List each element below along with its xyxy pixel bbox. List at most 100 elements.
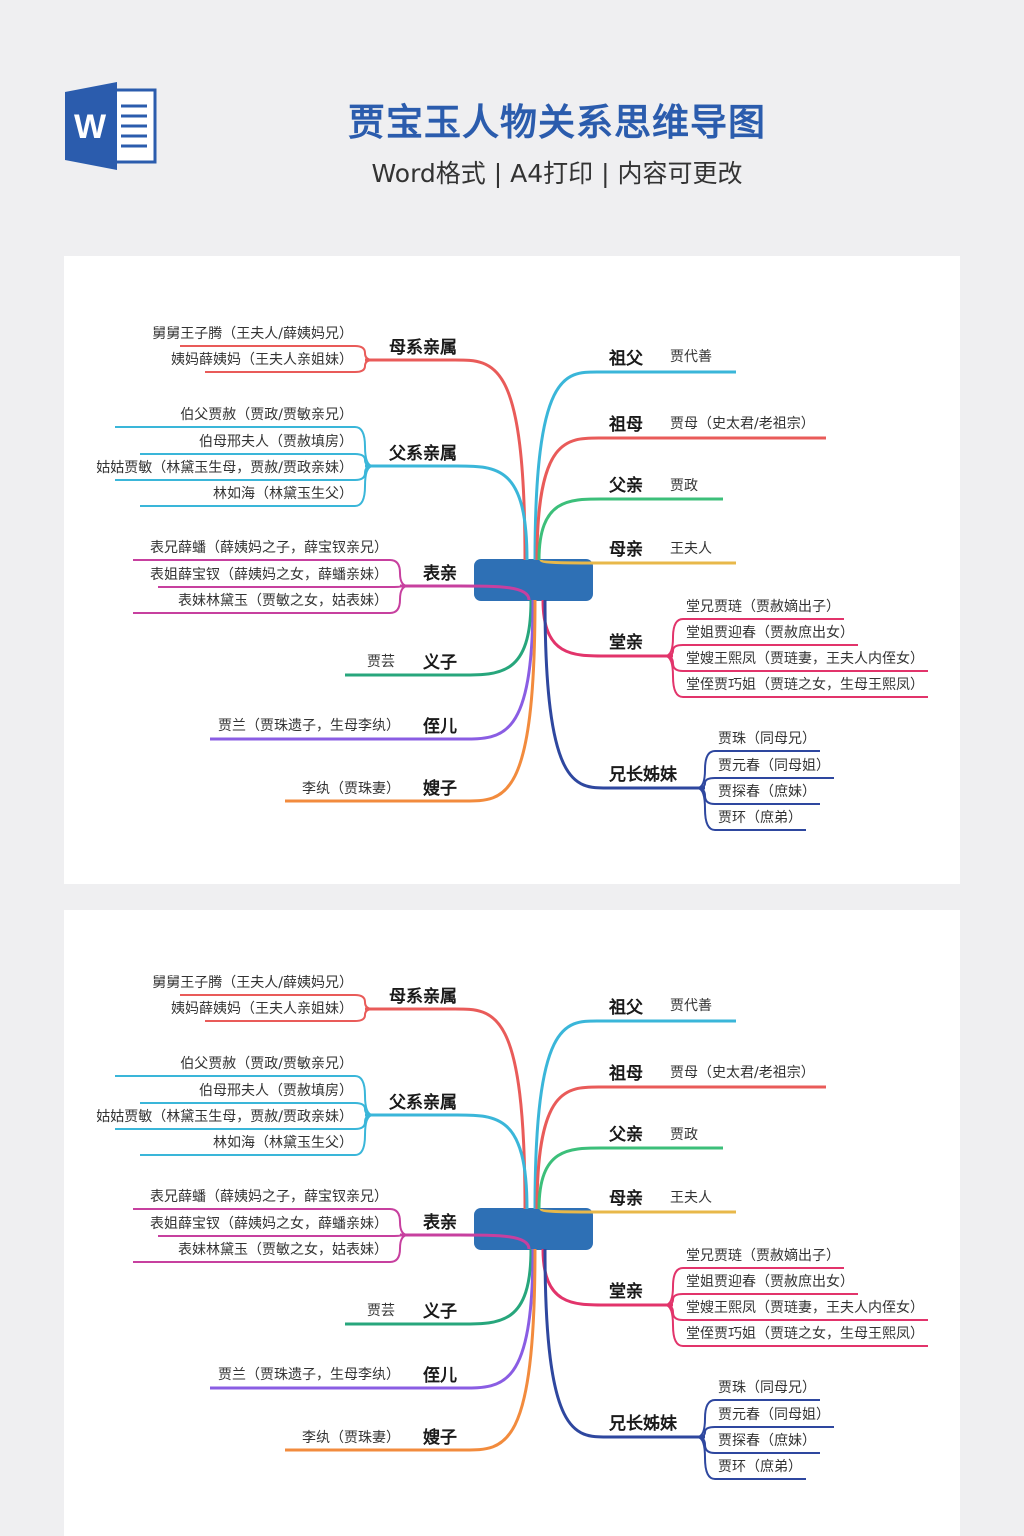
branch-label[interactable]: 母系亲属	[389, 986, 457, 1007]
branch-right-2: 父亲 贾政	[537, 1124, 723, 1210]
branch-connector	[543, 1248, 705, 1439]
leaf-node[interactable]: 王夫人	[670, 1190, 712, 1206]
branch-label[interactable]: 祖母	[608, 1063, 643, 1084]
leaf-connector	[140, 453, 374, 467]
branch-label[interactable]: 嫂子	[423, 778, 457, 799]
leaf-node[interactable]: 姨妈薛姨妈（王夫人亲姐妹）	[171, 352, 353, 368]
leaf-node[interactable]: 堂侄贾巧姐（贾琏之女，生母王熙凤）	[686, 676, 924, 693]
leaf-node[interactable]: 表姐薛宝钗（薛姨妈之女，薛蟠亲妹）	[150, 566, 388, 583]
branch-left-2: 表亲 表兄薛蟠（薛姨妈之子，薛宝钗亲兄） 表姐薛宝钗（薛姨妈之女，薛蟠亲妹） 表妹林黛…	[133, 1189, 531, 1263]
leaf-node[interactable]: 伯父贾赦（贾政/贾敏亲兄）	[180, 1055, 353, 1072]
branch-label[interactable]: 父系亲属	[388, 1092, 457, 1113]
leaf-connector	[133, 1234, 409, 1263]
branch-connector	[537, 497, 723, 561]
branch-label[interactable]: 侄儿	[423, 1365, 457, 1386]
leaf-node[interactable]: 堂嫂王熙凤（贾琏妻，王夫人内侄女）	[686, 650, 924, 667]
branch-label[interactable]: 祖父	[608, 997, 644, 1018]
leaf-node[interactable]: 贾兰（贾珠遗子，生母李纨）	[218, 1367, 400, 1383]
leaf-node[interactable]: 伯母邢夫人（贾赦填房）	[199, 433, 353, 450]
leaf-node[interactable]: 表妹林黛玉（贾敏之女，姑表妹）	[178, 1241, 388, 1258]
leaf-connector	[133, 1208, 409, 1236]
branch-connector	[539, 1207, 736, 1214]
leaf-node[interactable]: 表妹林黛玉（贾敏之女，姑表妹）	[178, 592, 388, 609]
branch-right-1: 祖母 贾母（史太君/老祖宗）	[535, 1063, 826, 1210]
leaf-node[interactable]: 表姐薛宝钗（薛姨妈之女，薛蟠亲妹）	[150, 1215, 388, 1232]
branch-label[interactable]: 侄儿	[423, 716, 457, 737]
leaf-node[interactable]: 贾环（庶弟）	[718, 1459, 802, 1475]
branch-left-0: 母系亲属 舅舅王子腾（王夫人/薛姨妈兄） 姨妈薛姨妈（王夫人亲姐妹）	[152, 325, 527, 561]
branch-label[interactable]: 父亲	[608, 475, 643, 496]
leaf-node[interactable]: 姨妈薛姨妈（王夫人亲姐妹）	[171, 1001, 353, 1017]
branch-right-2: 父亲 贾政	[537, 475, 723, 561]
branch-label[interactable]: 母系亲属	[389, 337, 457, 358]
leaf-node[interactable]: 贾母（史太君/老祖宗）	[670, 1065, 815, 1081]
central-topic-node[interactable]	[474, 559, 593, 601]
branch-label[interactable]: 堂亲	[609, 632, 643, 653]
leaf-connector	[205, 1008, 374, 1022]
leaf-connector	[664, 644, 858, 657]
leaf-node[interactable]: 堂侄贾巧姐（贾琏之女，生母王熙凤）	[686, 1325, 924, 1342]
leaf-node[interactable]: 贾母（史太君/老祖宗）	[670, 416, 815, 432]
central-topic-node[interactable]	[474, 1208, 593, 1250]
leaf-node[interactable]: 王夫人	[670, 541, 712, 557]
branch-label[interactable]: 父系亲属	[388, 443, 457, 464]
leaf-node[interactable]: 贾环（庶弟）	[718, 810, 802, 826]
leaf-connector	[115, 1075, 374, 1116]
leaf-node[interactable]: 伯父贾赦（贾政/贾敏亲兄）	[180, 406, 353, 423]
leaf-node[interactable]: 伯母邢夫人（贾赦填房）	[199, 1082, 353, 1099]
leaf-node[interactable]: 表兄薛蟠（薛姨妈之子，薛宝钗亲兄）	[150, 1189, 388, 1205]
leaf-node[interactable]: 贾代善	[670, 349, 712, 365]
leaf-node[interactable]: 贾探春（庶妹）	[718, 1433, 816, 1449]
branch-label[interactable]: 义子	[423, 652, 457, 673]
leaf-node[interactable]: 舅舅王子腾（王夫人/薛姨妈兄）	[152, 325, 353, 342]
leaf-node[interactable]: 堂兄贾琏（贾赦嫡出子）	[686, 1247, 840, 1264]
branch-label[interactable]: 堂亲	[609, 1281, 643, 1302]
leaf-node[interactable]: 林如海（林黛玉生父）	[213, 486, 353, 502]
leaf-node[interactable]: 李纨（贾珠妻）	[302, 1430, 400, 1446]
leaf-connector	[158, 585, 409, 588]
branch-connector	[537, 1146, 723, 1210]
leaf-node[interactable]: 贾芸	[367, 654, 395, 670]
branch-label[interactable]: 祖母	[608, 414, 643, 435]
branch-label[interactable]: 兄长姊妹	[608, 764, 678, 785]
leaf-node[interactable]: 贾元春（同母姐）	[718, 758, 830, 774]
leaf-node[interactable]: 堂嫂王熙凤（贾琏妻，王夫人内侄女）	[686, 1299, 924, 1316]
branch-left-3: 义子 贾芸	[345, 599, 533, 677]
branch-label[interactable]: 嫂子	[423, 1427, 457, 1448]
branch-right-3: 母亲 王夫人	[539, 1188, 736, 1214]
leaf-node[interactable]: 李纨（贾珠妻）	[302, 781, 400, 797]
leaf-node[interactable]: 贾珠（同母兄）	[718, 731, 816, 747]
leaf-node[interactable]: 姑姑贾敏（林黛玉生母，贾赦/贾政亲妹）	[96, 1108, 353, 1125]
branch-label[interactable]: 母亲	[609, 1188, 643, 1209]
leaf-node[interactable]: 贾元春（同母姐）	[718, 1407, 830, 1423]
leaf-node[interactable]: 贾探春（庶妹）	[718, 784, 816, 800]
branch-left-2: 表亲 表兄薛蟠（薛姨妈之子，薛宝钗亲兄） 表姐薛宝钗（薛姨妈之女，薛蟠亲妹） 表妹林黛…	[133, 540, 531, 614]
leaf-node[interactable]: 堂兄贾琏（贾赦嫡出子）	[686, 598, 840, 615]
leaf-node[interactable]: 堂姐贾迎春（贾赦庶出女）	[686, 624, 854, 641]
leaf-node[interactable]: 贾兰（贾珠遗子，生母李纨）	[218, 718, 400, 734]
leaf-node[interactable]: 舅舅王子腾（王夫人/薛姨妈兄）	[152, 974, 353, 991]
leaf-node[interactable]: 贾珠（同母兄）	[718, 1380, 816, 1396]
leaf-node[interactable]: 堂姐贾迎春（贾赦庶出女）	[686, 1273, 854, 1290]
branch-left-4: 侄儿 贾兰（贾珠遗子，生母李纨）	[210, 1248, 535, 1390]
leaf-node[interactable]: 贾政	[670, 1127, 698, 1143]
leaf-connector	[664, 1293, 858, 1306]
leaf-node[interactable]: 贾芸	[367, 1303, 395, 1319]
branch-label[interactable]: 父亲	[608, 1124, 643, 1145]
branch-label[interactable]: 母亲	[609, 539, 643, 560]
branch-left-4: 侄儿 贾兰（贾珠遗子，生母李纨）	[210, 599, 535, 741]
branch-label[interactable]: 兄长姊妹	[608, 1413, 678, 1434]
leaf-node[interactable]: 林如海（林黛玉生父）	[213, 1135, 353, 1151]
branch-label[interactable]: 表亲	[423, 563, 457, 584]
branch-left-5: 嫂子 李纨（贾珠妻）	[285, 1248, 537, 1452]
branch-label[interactable]: 表亲	[423, 1212, 457, 1233]
leaf-node[interactable]: 贾政	[670, 478, 698, 494]
branch-label[interactable]: 祖父	[608, 348, 644, 369]
leaf-node[interactable]: 姑姑贾敏（林黛玉生母，贾赦/贾政亲妹）	[96, 459, 353, 476]
branch-connector	[535, 436, 826, 561]
leaf-node[interactable]: 贾代善	[670, 998, 712, 1014]
branch-label[interactable]: 义子	[423, 1301, 457, 1322]
leaf-node[interactable]: 表兄薛蟠（薛姨妈之子，薛宝钗亲兄）	[150, 540, 388, 556]
branch-connector	[210, 1248, 535, 1390]
leaf-connector	[664, 1304, 928, 1347]
